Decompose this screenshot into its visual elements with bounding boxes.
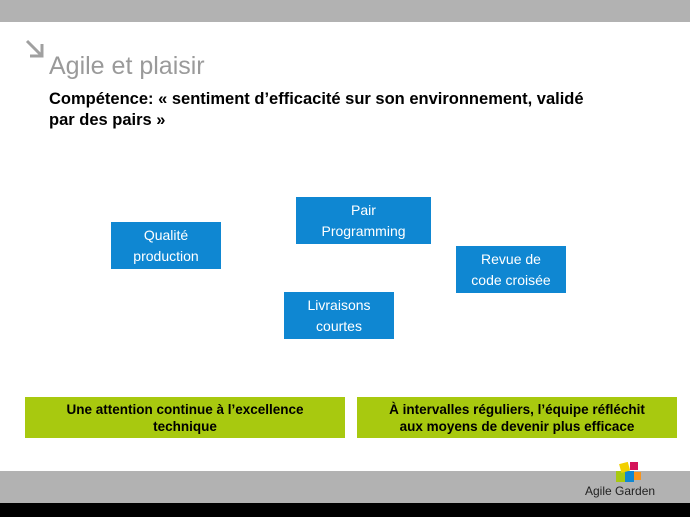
box-line: production bbox=[133, 247, 199, 264]
box-pair-programming: Pair Programming bbox=[296, 197, 431, 244]
logo-text: Agile Garden bbox=[585, 484, 656, 498]
box-line: code croisée bbox=[471, 271, 551, 288]
bottom-edge bbox=[0, 503, 690, 517]
box-line: Livraisons bbox=[307, 296, 371, 313]
box-line: Revue de bbox=[481, 250, 541, 267]
box-revue-code: Revue de code croisée bbox=[456, 246, 566, 293]
box-line: Qualité bbox=[143, 226, 189, 243]
agile-garden-logo-icon bbox=[616, 461, 641, 482]
principle-line: À intervalles réguliers, l’équipe réfléc… bbox=[389, 401, 645, 417]
bottom-bar bbox=[0, 471, 690, 503]
box-line: courtes bbox=[316, 317, 362, 334]
subtitle-line-1: Compétence: « sentiment d’efficacité sur… bbox=[49, 90, 584, 108]
principle-excellence-technique: Une attention continue à l’excellence te… bbox=[25, 397, 345, 438]
principle-line: technique bbox=[153, 418, 217, 434]
box-qualite-production: Qualité production bbox=[111, 222, 221, 269]
box-line: Pair bbox=[351, 201, 376, 218]
principle-retrospective: À intervalles réguliers, l’équipe réfléc… bbox=[357, 397, 677, 438]
top-bar bbox=[0, 0, 690, 22]
slide-title: Agile et plaisir bbox=[49, 52, 205, 80]
slide-subtitle: Compétence: « sentiment d’efficacité sur… bbox=[49, 89, 674, 131]
subtitle-line-2: par des pairs » bbox=[49, 111, 166, 129]
principle-line: Une attention continue à l’excellence bbox=[66, 401, 304, 417]
box-livraisons-courtes: Livraisons courtes bbox=[284, 292, 394, 339]
box-line: Programming bbox=[321, 222, 406, 239]
principle-line: aux moyens de devenir plus efficace bbox=[399, 418, 635, 434]
arrow-down-right-icon bbox=[25, 39, 44, 58]
